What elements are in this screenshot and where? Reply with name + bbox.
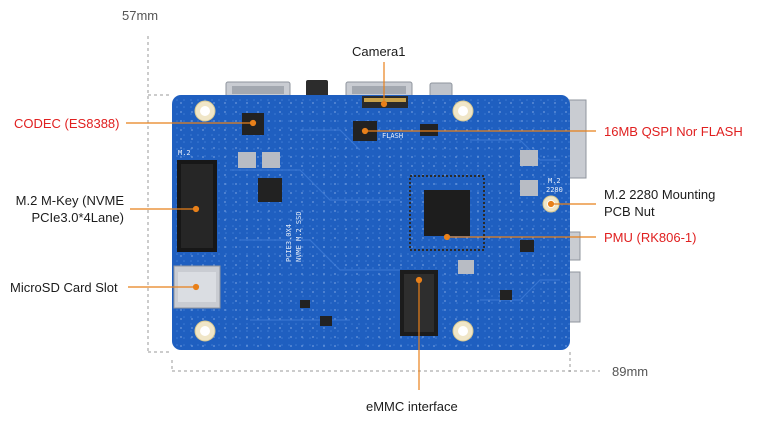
silk-nvme: NVME M.2 SSD [295,211,303,262]
silk-2280: 2280 [546,186,563,194]
leader-lines [126,62,596,390]
components [173,96,538,336]
width-dimension: 89mm [612,364,649,379]
mounting-holes [194,100,560,342]
pmu-label: PMU (RK806-1) [604,230,697,245]
microsd-label: MicroSD Card Slot [10,280,118,295]
silk-m2: M.2 [178,149,191,157]
camera-label: Camera1 [352,44,406,59]
emmc-label: eMMC interface [366,399,458,414]
m2-mkey-label: M.2 M-Key (NVME PCIe3.0*4Lane) [15,193,124,225]
silk-flash: FLASH [382,132,403,140]
nor-flash-label: 16MB QSPI Nor FLASH [604,124,743,139]
silk-pcie: PCIE3.0X4 [285,224,293,262]
m2-nut-label: M.2 2280 Mounting PCB Nut [604,187,716,219]
height-dimension: 57mm [122,8,159,23]
dimension-lines [147,36,600,372]
silk-m2-right: M.2 [548,177,561,185]
silkscreen: FLASH M.2 M.2 2280 PCIE3.0X4 NVME M.2 SS… [178,132,563,262]
codec-label: CODEC (ES8388) [14,116,120,131]
